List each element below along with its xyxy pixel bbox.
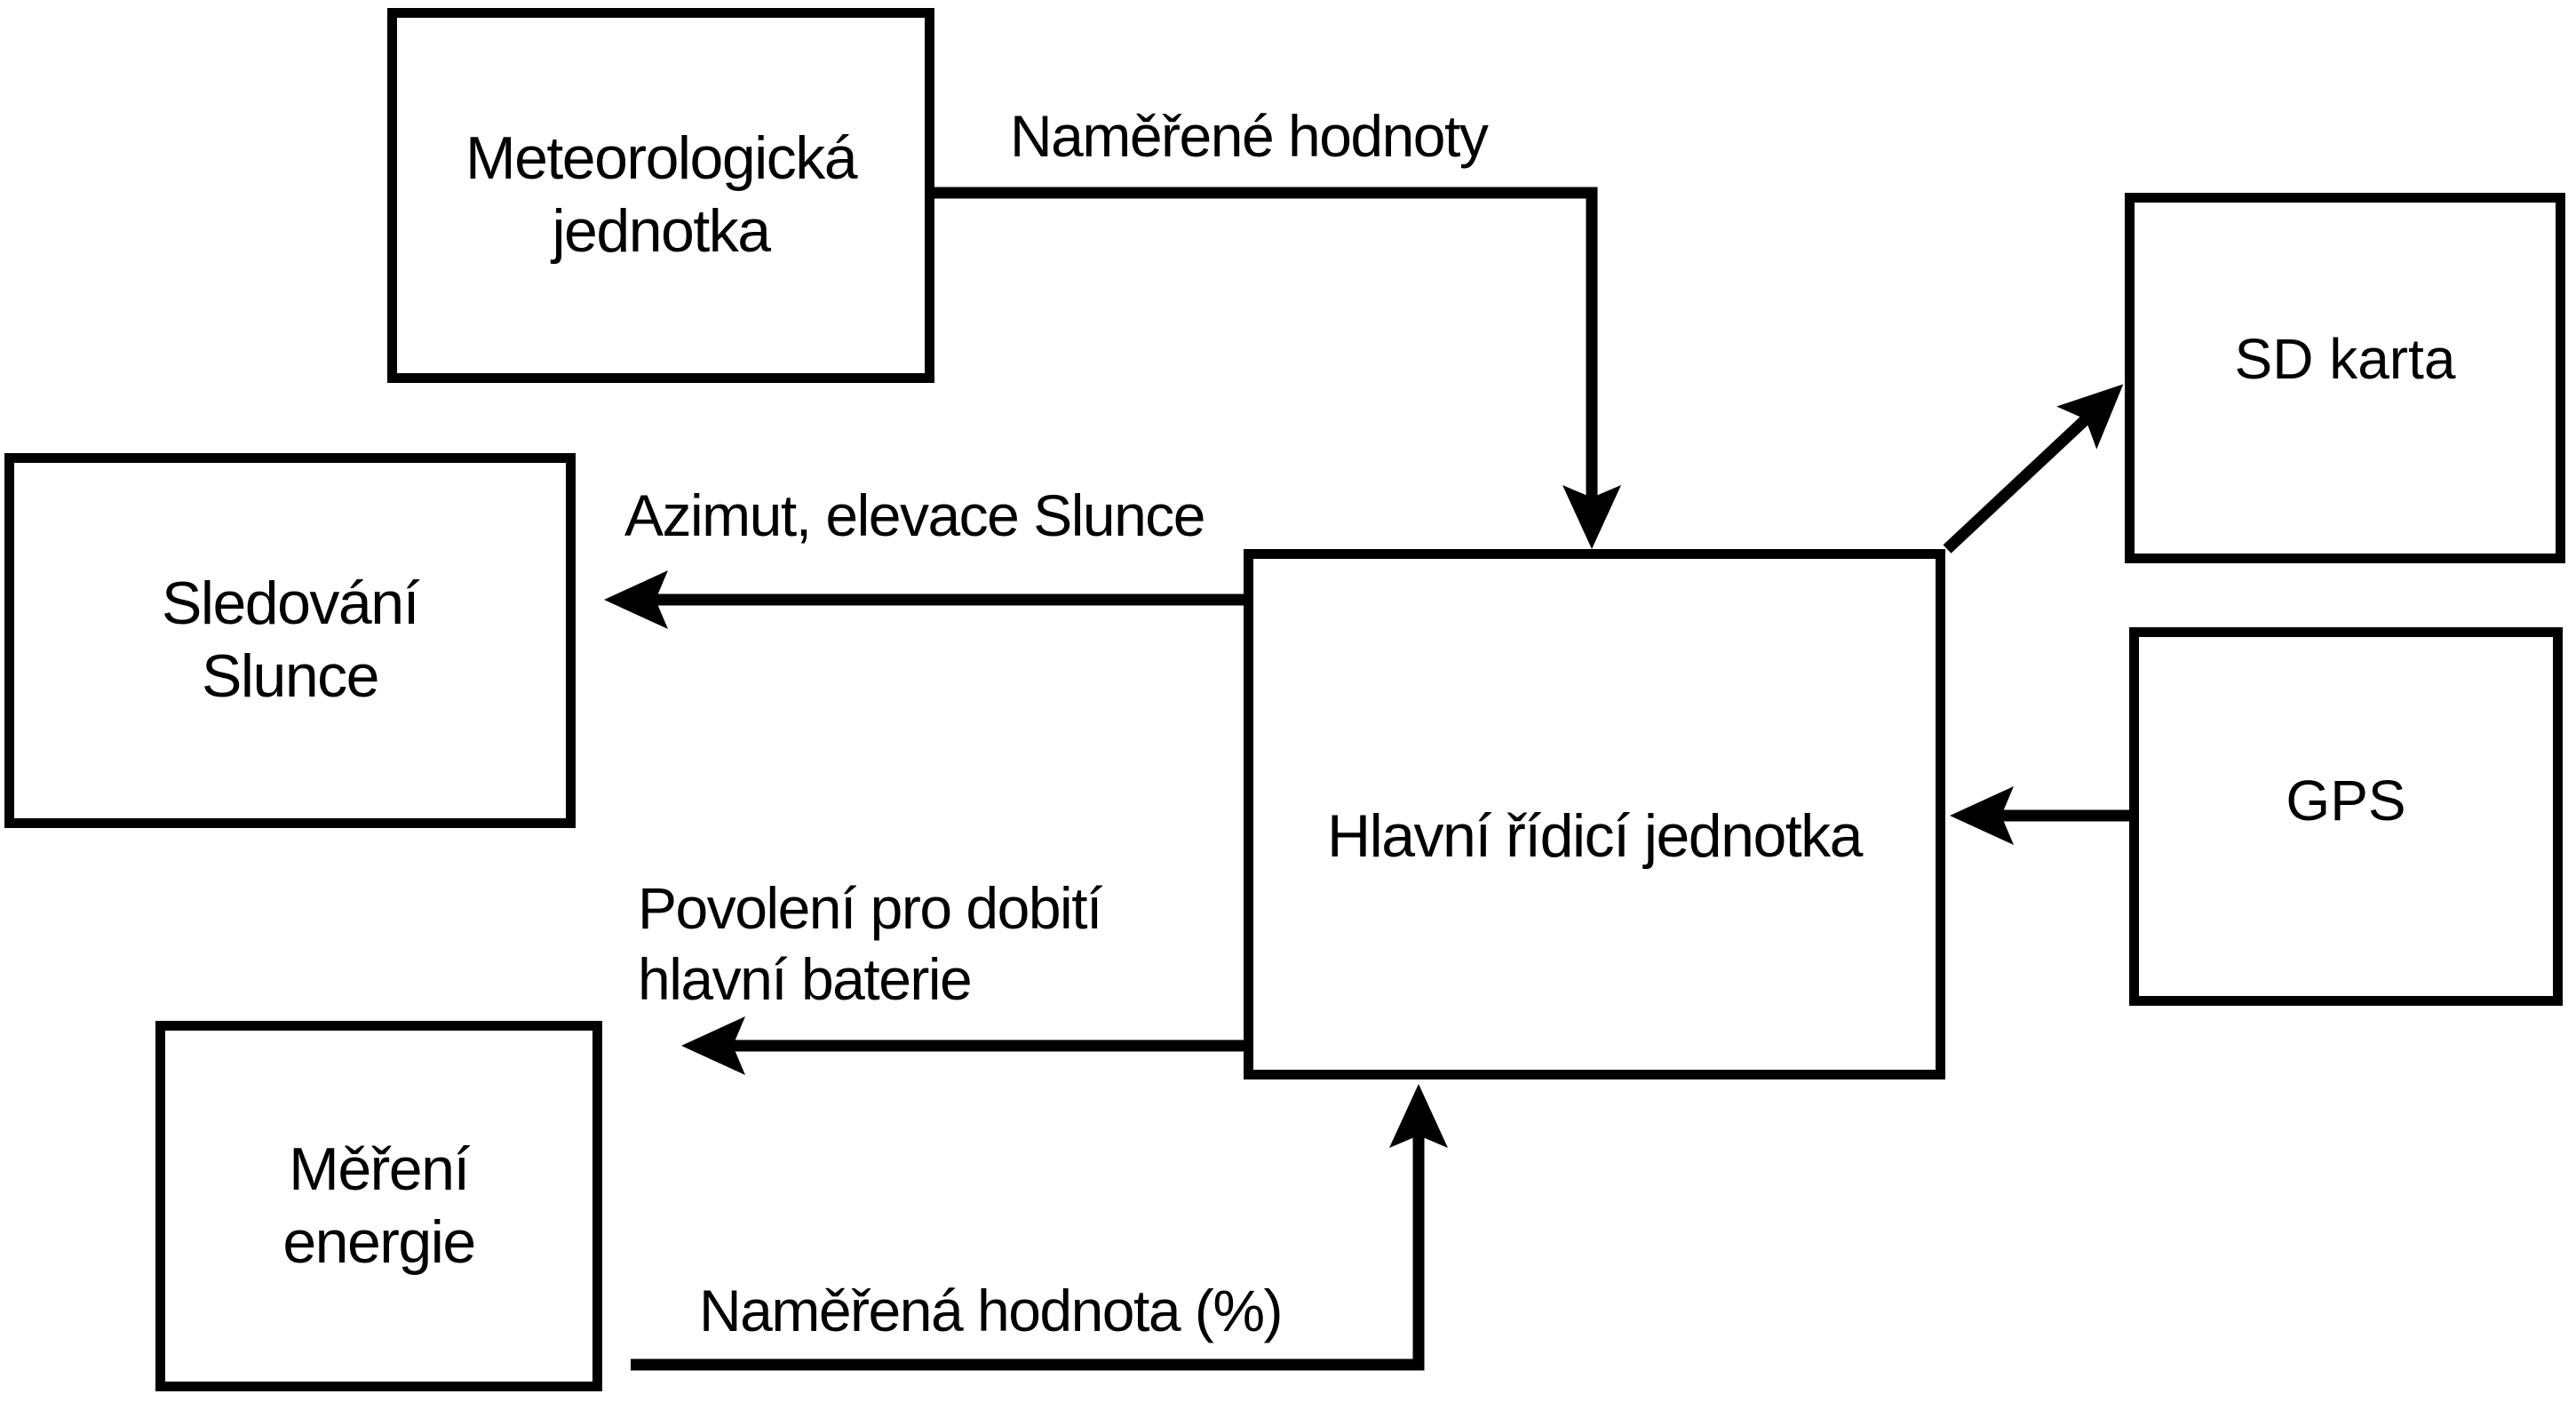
box-mereni-energie: Měření energie: [155, 1021, 602, 1391]
box-hlavni-ridici-jednotka: Hlavní řídicí jednotka: [1244, 549, 1945, 1079]
edge-label-povoleni-pro-dobiti: Povolení pro dobití hlavní baterie: [638, 875, 1102, 1012]
box-sd-karta: SD karta: [2125, 193, 2565, 563]
arrow-meteo-to-hlavni: [934, 187, 1621, 549]
box-sledovani-slunce: Sledování Slunce: [4, 453, 576, 828]
edge-label-azimut-elevace-slunce: Azimut, elevace Slunce: [624, 482, 1206, 548]
edge-label-namerene-hodnoty: Naměřené hodnoty: [1010, 103, 1489, 169]
edge-label-namerena-hodnota: Naměřená hodnota (%): [699, 1278, 1284, 1343]
box-meteorologicka-jednotka: Meteorologická jednotka: [387, 8, 934, 383]
arrow-mereni-to-hlavni: [631, 1084, 1448, 1371]
box-gps: GPS: [2129, 627, 2563, 1006]
arrow-hlavni-to-sd: [1943, 384, 2124, 554]
